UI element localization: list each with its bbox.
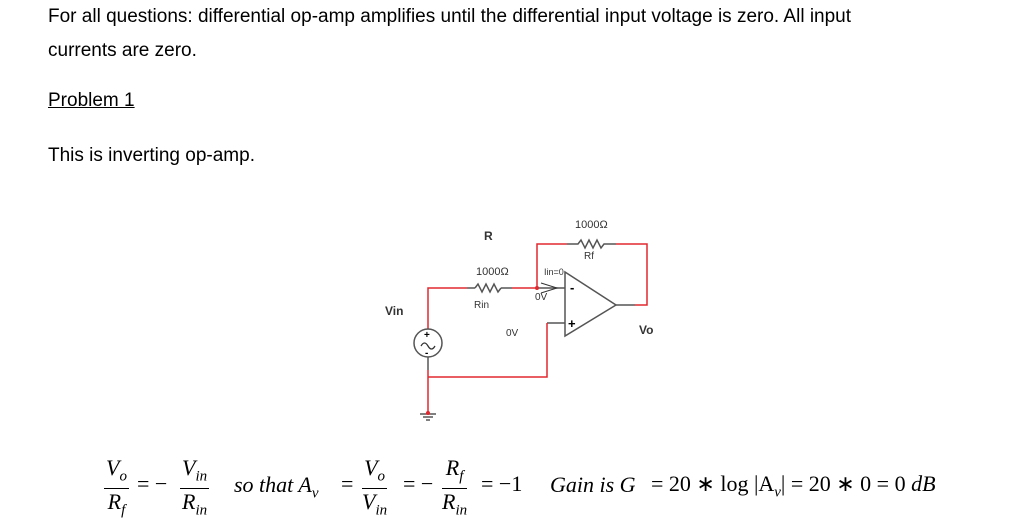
fraction-vo-over-vin: Vo Vin [362,455,388,524]
rin-value-label: 1000Ω [476,266,509,278]
vin-label: Vin [385,304,403,318]
problem-description: This is inverting op-amp. [48,145,255,166]
gain-expr-a: = 20 ∗ log |A [651,471,775,496]
intro-text-line-2: currents are zero. [48,40,197,61]
source-minus-sign: - [425,348,428,359]
f3-num-sub: o [377,468,386,485]
f4-num-sub: f [459,468,464,485]
vo-label: Vo [639,323,653,337]
rin-name-label: Rin [474,300,489,311]
f4-den-sub: in [455,502,468,519]
f2-num-sub: in [195,468,208,485]
fraction-vin-over-rin: Vin Rin [180,455,210,524]
rf-name-label: Rf [584,251,594,262]
rf-value-label: 1000Ω [575,219,608,231]
current-arrow-icon [540,282,559,294]
so-that-label: so that A [234,472,312,497]
wire-feedback-right [616,243,648,306]
gain-expr-sub: v [774,484,781,501]
opamp-plus-sign: + [568,316,576,331]
f1-num-sub: o [119,468,127,485]
f2-num: V [182,455,196,480]
f1-den: R [107,489,122,515]
wire-feedback-left [536,243,567,288]
noninverting-node-voltage: 0V [506,328,519,339]
source-plus-sign: + [424,330,430,341]
inverting-node-voltage: 0V [535,292,548,303]
problem-heading: Problem 1 [48,90,135,111]
f1-den-sub: f [121,502,126,519]
gain-label: Gain is G [550,472,636,497]
fraction-rf-over-rin: Rf Rin [442,455,468,524]
f3-den-sub: in [375,502,388,519]
opamp-symbol [564,270,618,338]
equals-2: = [341,471,354,496]
so-that-sub: v [311,485,319,502]
f2-den-sub: in [195,502,208,519]
equals-minus-1: = − [137,471,168,496]
f2-den: R [182,489,196,515]
equals-minus-3: = − [403,471,434,496]
section-label: R [484,229,493,243]
wire-source-to-rin [427,287,467,330]
f4-den: R [442,489,456,515]
gain-expression: = 20 ∗ log |Av| = 20 ∗ 0 = 0 dB [651,471,936,501]
result-minus-one: = −1 [481,471,523,496]
iin-label: Iin=0 [544,267,564,277]
ground-junction-dot [426,411,430,415]
f4-num: R [445,455,460,480]
wire-noninverting-to-ground [428,323,548,378]
fraction-vo-over-rf: Vo Rf [104,456,129,524]
junction-dot [535,286,539,290]
intro-text-line-1: For all questions: differential op-amp a… [48,6,852,27]
so-that-text: so that Av [234,472,319,502]
rf-resistor-symbol [567,238,616,250]
rin-resistor-symbol [474,282,502,294]
ac-voltage-source-icon [413,328,443,358]
opamp-minus-sign: - [570,280,574,295]
f3-den: V [362,489,376,515]
f3-num: V [364,455,378,480]
f1-num: V [106,455,120,480]
gain-expr-b: | = 20 ∗ 0 = 0 [780,471,906,496]
gain-unit: dB [911,471,936,496]
